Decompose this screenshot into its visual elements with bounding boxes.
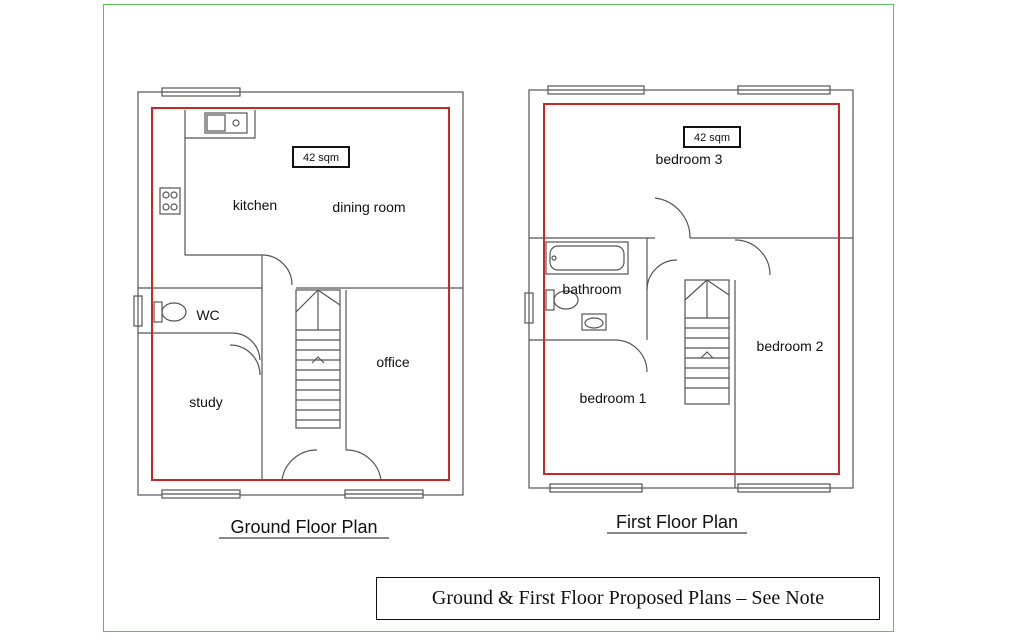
ground-area-label: 42 sqm: [303, 152, 339, 164]
room-label-bedroom-3: bedroom 3: [656, 151, 723, 167]
first-floor-title: First Floor Plan: [616, 512, 738, 532]
bathroom-toilet-icon: [545, 289, 579, 311]
bedroom1-door-swing: [614, 339, 648, 373]
ground-window-top: [161, 87, 241, 97]
first-outer-wall: [528, 89, 854, 489]
first-window-top-right: [737, 85, 831, 95]
bathroom-basin-icon: [581, 313, 607, 331]
drawing-caption: Ground & First Floor Proposed Plans – Se…: [376, 577, 880, 620]
first-window-bathroom: [524, 292, 534, 324]
bath-icon: [545, 241, 629, 275]
ground-outer-wall: [137, 91, 464, 496]
kitchen-counter-top: [184, 110, 256, 139]
wc-toilet-icon: [153, 301, 187, 323]
ground-floor-area-outline: [151, 107, 450, 481]
room-label-study: study: [189, 394, 222, 410]
ground-area-box: [292, 146, 350, 168]
office-door-swing: [345, 449, 382, 481]
first-area-label: 42 sqm: [694, 132, 730, 144]
room-label-bathroom: bathroom: [562, 281, 621, 297]
first-window-top-left: [547, 85, 645, 95]
first-area-box: [683, 126, 741, 148]
bedroom2-door-swing: [734, 239, 771, 276]
kitchen-hob-icon: [159, 187, 181, 215]
first-floor-plan: [524, 85, 854, 493]
first-window-bottom-right: [737, 483, 831, 493]
drawing-sheet-frame: [103, 4, 894, 632]
front-door-swing: [281, 449, 318, 481]
kitchen-door-swing: [261, 254, 293, 286]
kitchen-sink-icon: [204, 112, 248, 134]
ground-window-wc: [133, 295, 143, 327]
room-label-office: office: [376, 354, 409, 370]
room-label-dining-room: dining room: [332, 199, 405, 215]
ground-window-bottom-left: [161, 489, 241, 499]
first-floor-area-outline: [543, 103, 840, 475]
study-door-swing: [229, 344, 261, 376]
first-staircase: [684, 279, 730, 405]
wc-door-swing: [231, 332, 261, 361]
room-label-bedroom-1: bedroom 1: [580, 390, 647, 406]
ground-floor-plan: [133, 87, 464, 499]
bathroom-door-swing: [646, 259, 678, 291]
ground-window-bottom-right: [344, 489, 424, 499]
bedroom3-door-swing: [654, 197, 691, 239]
room-label-wc: WC: [196, 307, 219, 323]
ground-staircase: [295, 289, 341, 429]
ground-floor-title: Ground Floor Plan: [230, 517, 377, 537]
first-window-bottom-left: [549, 483, 643, 493]
kitchen-counter-side: [184, 138, 262, 256]
room-label-kitchen: kitchen: [233, 197, 277, 213]
room-label-bedroom-2: bedroom 2: [757, 338, 824, 354]
